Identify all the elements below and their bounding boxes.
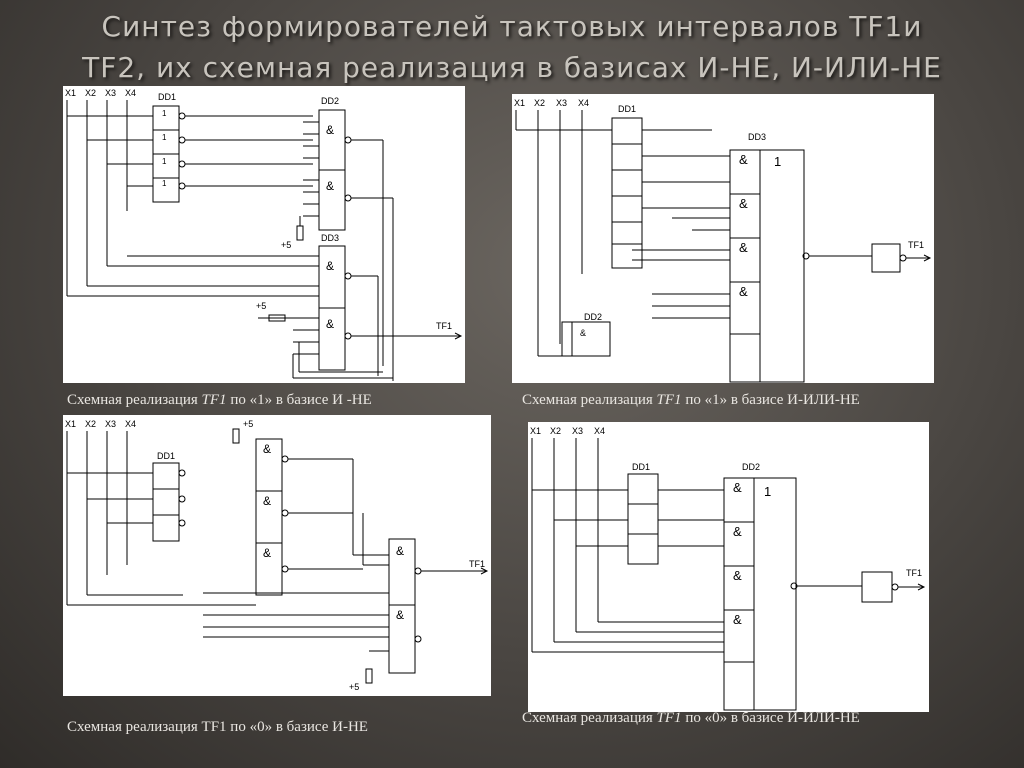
- and-gate-symbol: &: [739, 152, 748, 167]
- output-tf1-label: TF1: [906, 568, 922, 578]
- and-gate-symbol: &: [739, 284, 748, 299]
- not-gate-symbol: 1: [162, 179, 167, 188]
- input-x3-label: X3: [105, 419, 116, 429]
- input-x4-label: X4: [125, 88, 136, 98]
- aoi-schematic-2: X1 X2 X3 X4 DD1 DD2 TF1 & & & & 1: [530, 426, 926, 711]
- caption-2: Схемная реализация TF1 по «1» в базисе И…: [522, 392, 860, 409]
- schematic-panel-2: X1 X2 X3 X4 DD1 DD3 DD2 TF1 & & & & 1 &: [512, 94, 934, 383]
- input-x1-label: X1: [514, 98, 525, 108]
- and-gate-symbol: &: [263, 494, 271, 508]
- caption-4-text: Схемная реализация: [522, 710, 657, 726]
- and-gate-symbol: &: [580, 328, 586, 338]
- and-gate-symbol: &: [396, 544, 404, 558]
- input-x2-label: X2: [550, 426, 561, 436]
- and-gate-symbol: &: [326, 123, 334, 137]
- input-x1-label: X1: [65, 419, 76, 429]
- input-x2-label: X2: [534, 98, 545, 108]
- schematic-panel-3: X1 X2 X3 X4 DD1 +5 +5 TF1 & & & & &: [63, 415, 491, 696]
- and-gate-symbol: &: [263, 546, 271, 560]
- title-line-2: TF2, их схемная реализация в базисах И-Н…: [82, 51, 942, 84]
- nand-schematic-1: X1 X2 X3 X4 DD1 DD2 DD3 TF1 +5 +5 & & & …: [65, 88, 463, 381]
- caption-1-text: Схемная реализация: [67, 392, 202, 408]
- output-tf1-label: TF1: [436, 321, 452, 331]
- and-gate-symbol: &: [326, 317, 334, 331]
- and-gate-symbol: &: [739, 196, 748, 211]
- schematic-panel-4: X1 X2 X3 X4 DD1 DD2 TF1 & & & & 1: [528, 422, 929, 712]
- caption-2-text: Схемная реализация: [522, 392, 657, 408]
- caption-2-italic: TF1: [656, 392, 682, 408]
- chip-dd3-label: DD3: [748, 132, 766, 142]
- caption-1-tail: по «1» в базисе И -НЕ: [226, 392, 372, 408]
- chip-dd2-label: DD2: [742, 462, 760, 472]
- power-label: +5: [243, 419, 253, 429]
- chip-dd1-label: DD1: [158, 92, 176, 102]
- and-gate-symbol: &: [733, 612, 742, 627]
- input-x4-label: X4: [578, 98, 589, 108]
- input-x1-label: X1: [65, 88, 76, 98]
- input-x3-label: X3: [105, 88, 116, 98]
- power-label: +5: [256, 301, 266, 311]
- input-x4-label: X4: [594, 426, 605, 436]
- caption-3-text: Схемная реализация TF1 по «0» в базисе И…: [67, 719, 368, 735]
- and-gate-symbol: &: [396, 608, 404, 622]
- output-tf1-label: TF1: [908, 240, 924, 250]
- chip-dd1-label: DD1: [632, 462, 650, 472]
- caption-4-tail: по «0» в базисе И-ИЛИ-НЕ: [681, 710, 860, 726]
- not-gate-symbol: 1: [162, 157, 167, 166]
- caption-1-italic: TF1: [201, 392, 227, 408]
- or-symbol: 1: [774, 154, 781, 169]
- not-gate-symbol: 1: [162, 109, 167, 118]
- input-x2-label: X2: [85, 419, 96, 429]
- and-gate-symbol: &: [733, 480, 742, 495]
- not-gate-symbol: 1: [162, 133, 167, 142]
- schematic-panel-1: X1 X2 X3 X4 DD1 DD2 DD3 TF1 +5 +5 & & & …: [63, 86, 465, 383]
- output-tf1-label: TF1: [469, 559, 485, 569]
- power-label: +5: [281, 240, 291, 250]
- caption-3: Схемная реализация TF1 по «0» в базисе И…: [67, 719, 368, 736]
- caption-1: Схемная реализация TF1 по «1» в базисе И…: [67, 392, 372, 409]
- power-label: +5: [349, 682, 359, 692]
- caption-2-tail: по «1» в базисе И-ИЛИ-НЕ: [681, 392, 860, 408]
- title-line-1: Синтез формирователей тактовых интервало…: [101, 10, 923, 43]
- caption-4: Схемная реализация TF1 по «0» в базисе И…: [522, 710, 860, 727]
- and-gate-symbol: &: [326, 179, 334, 193]
- input-x3-label: X3: [556, 98, 567, 108]
- caption-4-italic: TF1: [656, 710, 682, 726]
- chip-dd1-label: DD1: [618, 104, 636, 114]
- and-gate-symbol: &: [263, 442, 271, 456]
- nand-schematic-2: X1 X2 X3 X4 DD1 +5 +5 TF1 & & & & &: [65, 419, 489, 692]
- input-x2-label: X2: [85, 88, 96, 98]
- and-gate-symbol: &: [733, 568, 742, 583]
- input-x1-label: X1: [530, 426, 541, 436]
- aoi-schematic-1: X1 X2 X3 X4 DD1 DD3 DD2 TF1 & & & & 1 &: [514, 98, 932, 383]
- slide-title: Синтез формирователей тактовых интервало…: [0, 6, 1024, 88]
- chip-dd2-label: DD2: [321, 96, 339, 106]
- chip-dd2-label: DD2: [584, 312, 602, 322]
- input-x4-label: X4: [125, 419, 136, 429]
- and-gate-symbol: &: [739, 240, 748, 255]
- input-x3-label: X3: [572, 426, 583, 436]
- or-symbol: 1: [764, 484, 771, 499]
- and-gate-symbol: &: [326, 259, 334, 273]
- and-gate-symbol: &: [733, 524, 742, 539]
- chip-dd3-label: DD3: [321, 233, 339, 243]
- chip-dd1-label: DD1: [157, 451, 175, 461]
